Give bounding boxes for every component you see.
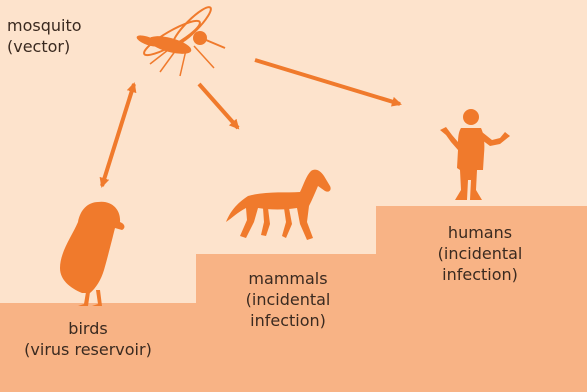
horse-icon (226, 170, 331, 240)
arrow-mosquito-birds (102, 84, 134, 186)
mammals-label: mammals (incidental infection) (200, 268, 376, 331)
mosquito-icon (135, 3, 225, 76)
arrows (102, 60, 400, 186)
bird-icon (60, 202, 124, 306)
humans-label: humans (incidental infection) (392, 222, 568, 285)
mammals-name: mammals (200, 268, 376, 289)
mosquito-role: (vector) (7, 36, 82, 57)
mammals-line2: (incidental (200, 289, 376, 310)
birds-label: birds (virus reservoir) (0, 318, 176, 360)
birds-name: birds (0, 318, 176, 339)
humans-line3: infection) (392, 264, 568, 285)
human-icon (440, 109, 510, 200)
humans-line2: (incidental (392, 243, 568, 264)
humans-name: humans (392, 222, 568, 243)
mosquito-label: mosquito (vector) (7, 15, 82, 57)
arrow-mosquito-humans (255, 60, 400, 104)
arrow-mosquito-mammals (199, 84, 238, 128)
mosquito-name: mosquito (7, 15, 82, 36)
mammals-line3: infection) (200, 310, 376, 331)
birds-role: (virus reservoir) (0, 339, 176, 360)
